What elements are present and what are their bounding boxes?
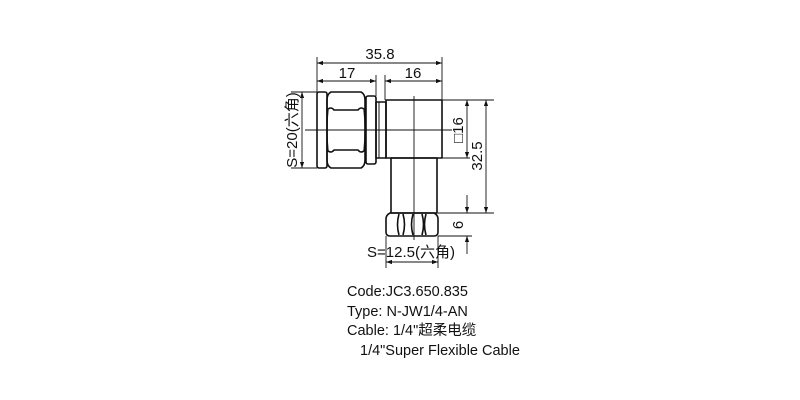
center-lines bbox=[305, 96, 452, 240]
dim-hex-length: 17 bbox=[339, 65, 356, 82]
dimension-lines bbox=[291, 57, 494, 268]
spec-cable-en: 1/4"Super Flexible Cable bbox=[360, 342, 520, 359]
dim-bottom-hex-height: 6 bbox=[450, 221, 467, 229]
spec-code: Code:JC3.650.835 bbox=[347, 284, 468, 300]
dim-hex-size-bottom: S=12.5(六角) bbox=[367, 244, 455, 261]
dim-body-square: □16 bbox=[450, 117, 467, 143]
spec-type: Type: N-JW1/4-AN bbox=[347, 303, 468, 320]
dim-hex-size-left: S=20(六角) bbox=[284, 92, 301, 167]
dim-overall-height: 32.5 bbox=[469, 141, 486, 170]
spec-cable-cn: Cable: 1/4"超柔电缆 bbox=[347, 323, 477, 339]
spec-block: Code:JC3.650.835 Type: N-JW1/4-AN Cable:… bbox=[347, 283, 520, 361]
dim-overall-width: 35.8 bbox=[365, 46, 394, 63]
dim-body-length: 16 bbox=[405, 65, 422, 82]
bottom-hex bbox=[385, 212, 439, 237]
left-hex-nut bbox=[316, 91, 387, 169]
